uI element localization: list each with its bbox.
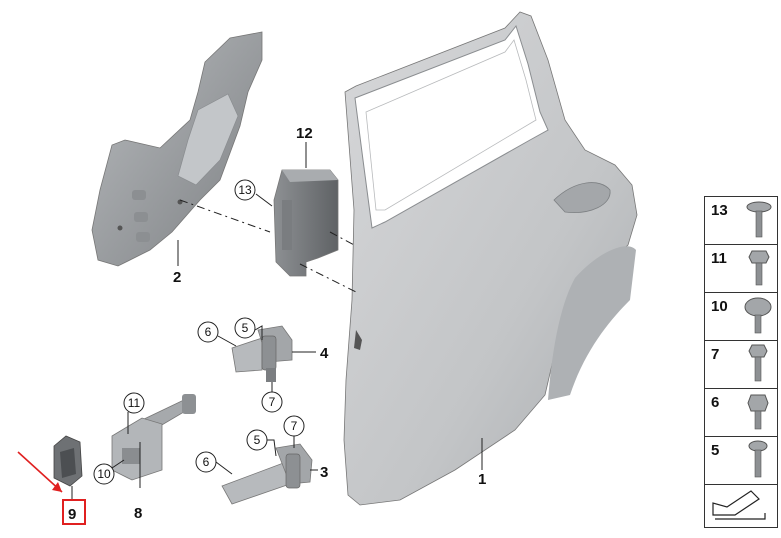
legend-item-10[interactable]: 10 [705, 293, 777, 341]
legend-number: 5 [711, 442, 720, 459]
door-check-strap[interactable] [111, 394, 196, 481]
cap[interactable] [53, 435, 83, 487]
callout-2[interactable]: 2 [173, 269, 181, 286]
legend-item-5[interactable]: 5 [705, 437, 777, 485]
callout-8[interactable]: 8 [134, 505, 142, 522]
legend-arrow [705, 485, 777, 527]
legend-number: 6 [711, 394, 720, 411]
callout-5-lower[interactable]: 5 [246, 429, 268, 451]
callout-13[interactable]: 13 [234, 179, 256, 201]
highlight-marker [17, 451, 86, 525]
svg-text:7: 7 [291, 419, 298, 433]
svg-text:5: 5 [254, 433, 261, 447]
pan-head-screw-icon [744, 297, 772, 334]
svg-text:6: 6 [203, 455, 210, 469]
legend-number: 13 [711, 202, 728, 219]
callout-4[interactable]: 4 [320, 345, 329, 362]
svg-text:6: 6 [205, 325, 212, 339]
torx-screw-icon [746, 201, 772, 238]
door-module[interactable] [273, 169, 339, 277]
legend-item-13[interactable]: 13 [705, 197, 777, 245]
callout-7-lower[interactable]: 7 [283, 415, 305, 437]
legend-number: 7 [711, 346, 720, 363]
screw-icon [748, 440, 768, 478]
legend-item-11[interactable]: 11 [705, 245, 777, 293]
svg-text:5: 5 [242, 321, 249, 335]
hex-flange-bolt-icon [747, 394, 769, 430]
callout-12[interactable]: 12 [296, 125, 313, 142]
flange-bolt-icon [748, 344, 768, 382]
callout-6-lower[interactable]: 6 [195, 451, 217, 473]
upper-hinge[interactable] [231, 325, 293, 382]
alignment-line-panel [179, 199, 271, 233]
legend-item-6[interactable]: 6 [705, 389, 777, 437]
inner-door-panel[interactable] [91, 31, 263, 267]
callout-10[interactable]: 10 [93, 463, 115, 485]
rear-door[interactable] [343, 11, 638, 506]
callout-9[interactable]: 9 [68, 506, 76, 523]
callout-6-upper[interactable]: 6 [197, 321, 219, 343]
lower-hinge[interactable] [221, 443, 313, 505]
legend-number: 10 [711, 298, 728, 315]
callout-5-upper[interactable]: 5 [234, 317, 256, 339]
callout-1[interactable]: 1 [478, 471, 486, 488]
legend-item-7[interactable]: 7 [705, 341, 777, 389]
svg-text:10: 10 [97, 467, 111, 481]
alignment-line-module-bottom [299, 263, 357, 293]
direction-arrow-icon [712, 490, 766, 520]
fastener-legend: 13 11 10 7 6 5 [704, 196, 778, 528]
hex-bolt-icon [748, 250, 770, 286]
svg-text:7: 7 [269, 395, 276, 409]
callout-3[interactable]: 3 [320, 464, 328, 481]
leader-lines [71, 142, 483, 500]
callout-7-upper[interactable]: 7 [261, 391, 283, 413]
callout-11[interactable]: 11 [123, 392, 145, 414]
legend-number: 11 [711, 250, 727, 267]
alignment-line-module-top [329, 231, 357, 247]
svg-text:11: 11 [128, 396, 141, 410]
svg-text:13: 13 [238, 183, 252, 197]
